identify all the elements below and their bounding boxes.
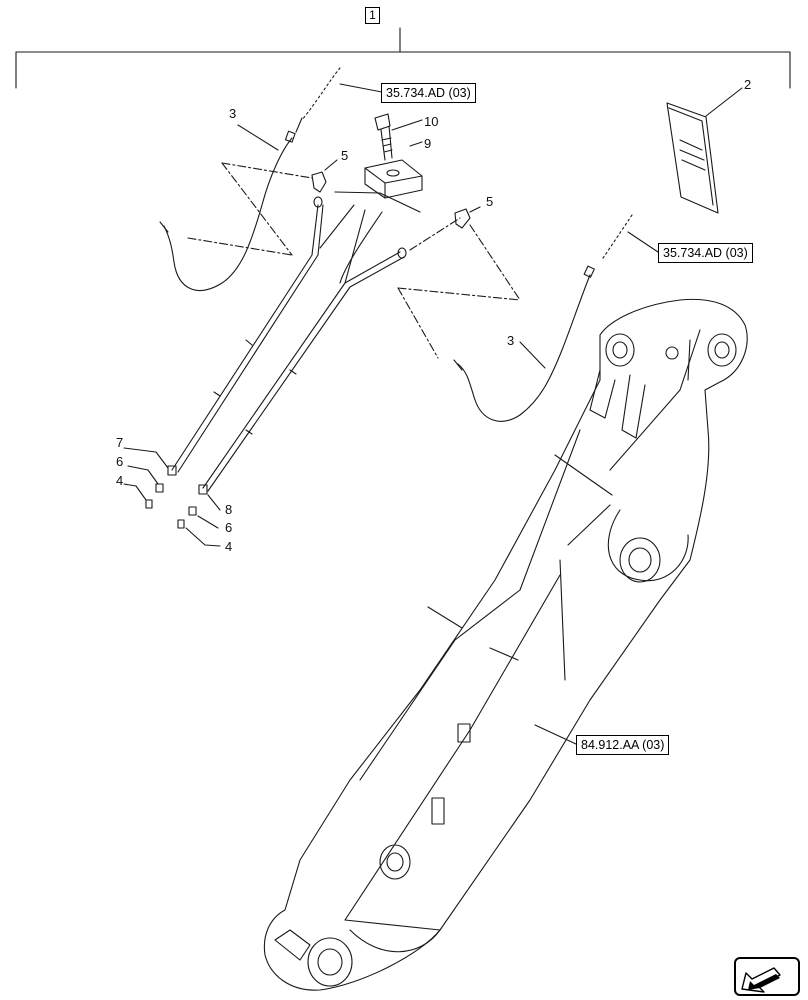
hose-3-left <box>159 117 303 291</box>
callout-8: 8 <box>225 502 233 517</box>
hose-3-right <box>453 265 595 422</box>
ref-box-boom[interactable]: 84.912.AA (03) <box>576 735 670 755</box>
ref-box-top[interactable]: 35.734.AD (03) <box>381 83 476 103</box>
callout-6-left: 6 <box>116 454 124 469</box>
callout-10: 10 <box>424 114 439 129</box>
next-page-arrow-icon[interactable] <box>734 957 800 996</box>
tube-8 <box>198 247 407 495</box>
assembly-ref-box: 1 <box>365 7 380 24</box>
callout-5-right: 5 <box>486 194 494 209</box>
ref-box-right[interactable]: 35.734.AD (03) <box>658 243 753 263</box>
callout-7: 7 <box>116 435 124 450</box>
callout-9: 9 <box>424 136 432 151</box>
fitting-4-right <box>177 519 185 529</box>
elbow-5-left <box>311 171 327 193</box>
callout-4-right: 4 <box>225 539 233 554</box>
manual-2 <box>666 102 719 214</box>
callout-3-right: 3 <box>507 333 515 348</box>
fitting-6-left <box>155 483 164 493</box>
callout-5-left: 5 <box>341 148 349 163</box>
tube-7 <box>167 196 324 476</box>
centre-lines <box>187 162 521 359</box>
elbow-5-right <box>454 208 471 229</box>
arm-boom <box>263 298 748 991</box>
fitting-6-right <box>188 506 197 516</box>
fitting-4-left <box>145 499 153 509</box>
bolt-10 <box>374 113 393 161</box>
callout-4-left: 4 <box>116 473 124 488</box>
callout-3-left: 3 <box>229 106 237 121</box>
clamp-9 <box>364 159 423 199</box>
callout-2: 2 <box>744 77 752 92</box>
callout-6-right: 6 <box>225 520 233 535</box>
